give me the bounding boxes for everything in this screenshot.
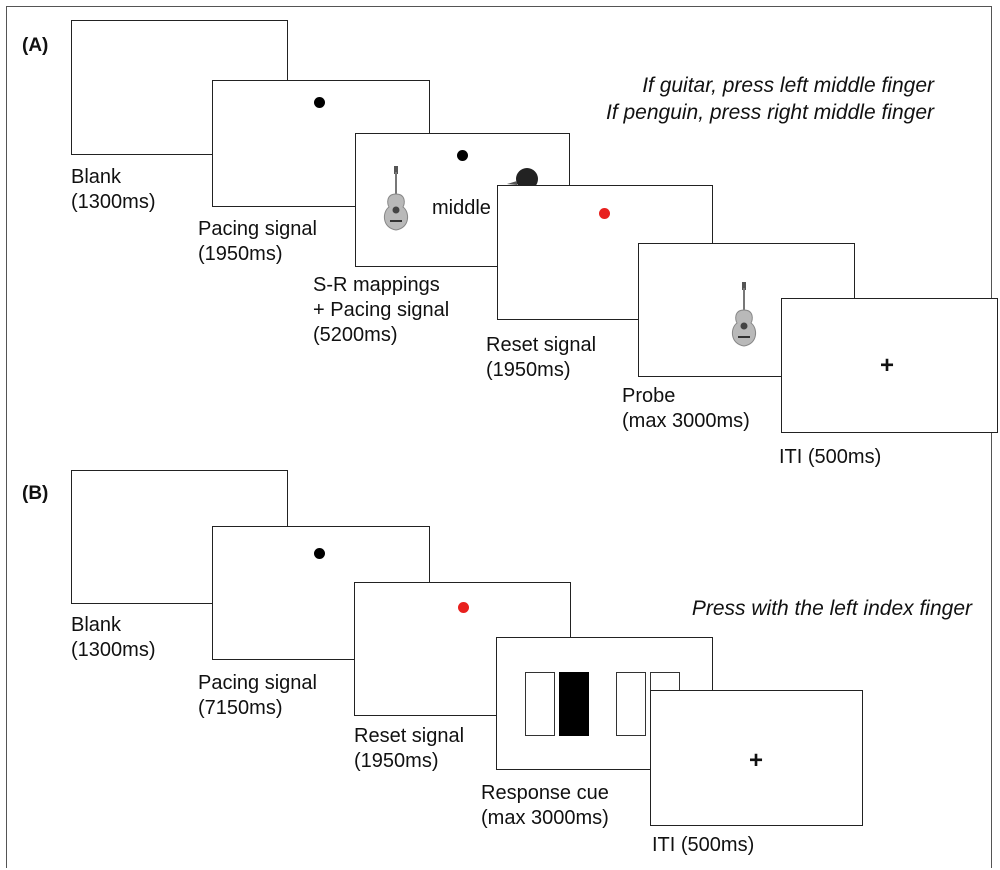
screen-b-iti: + xyxy=(650,690,863,826)
pacing-dot xyxy=(457,150,468,161)
screen-b-response-cue xyxy=(496,637,713,770)
caption-line: (7150ms) xyxy=(198,697,283,719)
caption-b-pacing: Pacing signal (7150ms) xyxy=(198,671,317,721)
caption-line: Reset signal xyxy=(354,725,465,747)
caption-a-sr-mappings: S-R mappings + Pacing signal (5200ms) xyxy=(313,273,449,348)
instruction-penguin: If penguin, press right middle finger xyxy=(605,101,934,124)
cue-box-2-filled xyxy=(559,672,589,736)
caption-line: (5200ms) xyxy=(313,324,398,346)
caption-line: (1950ms) xyxy=(486,359,571,381)
instruction-left-index: Press with the left index finger xyxy=(691,597,972,620)
panel-b-instruction: Press with the left index finger xyxy=(692,595,972,622)
caption-b-blank: Blank (1300ms) xyxy=(71,613,155,663)
caption-line: ITI (500ms) xyxy=(652,834,755,856)
caption-b-reset: Reset signal (1950ms) xyxy=(354,724,464,774)
reset-dot xyxy=(599,208,610,219)
caption-line: Blank xyxy=(71,166,122,188)
caption-a-reset: Reset signal (1950ms) xyxy=(486,333,596,383)
cue-box-3 xyxy=(616,672,646,736)
caption-a-pacing: Pacing signal (1950ms) xyxy=(198,217,317,267)
caption-line: Response cue xyxy=(481,782,609,804)
caption-line: (max 3000ms) xyxy=(481,807,609,829)
fixation-cross: + xyxy=(749,747,764,774)
screen-a-iti: + xyxy=(781,298,998,433)
fixation-cross: + xyxy=(880,352,895,379)
caption-line: Reset signal xyxy=(486,334,597,356)
panel-b-label: (B) xyxy=(22,483,49,504)
caption-line: (1950ms) xyxy=(198,243,283,265)
caption-a-probe: Probe (max 3000ms) xyxy=(622,384,750,434)
center-word: middle xyxy=(432,197,491,219)
caption-b-iti: ITI (500ms) xyxy=(652,833,754,858)
caption-a-iti: ITI (500ms) xyxy=(779,445,881,470)
caption-b-response-cue: Response cue (max 3000ms) xyxy=(481,781,609,831)
caption-line: Pacing signal xyxy=(198,218,317,240)
cue-box-1 xyxy=(525,672,555,736)
panel-a-instructions: If guitar, press left middle finger If p… xyxy=(606,72,934,126)
figure-frame xyxy=(6,6,992,868)
pacing-dot xyxy=(314,548,325,559)
caption-line: + Pacing signal xyxy=(313,299,450,321)
guitar-icon xyxy=(383,166,409,231)
caption-line: (1300ms) xyxy=(71,191,156,213)
caption-line: Pacing signal xyxy=(198,672,317,694)
caption-line: (1950ms) xyxy=(354,750,439,772)
caption-line: (max 3000ms) xyxy=(622,410,750,432)
caption-line: S-R mappings xyxy=(313,274,440,296)
pacing-dot xyxy=(314,97,325,108)
caption-a-blank: Blank (1300ms) xyxy=(71,165,155,215)
reset-dot xyxy=(458,602,469,613)
caption-line: ITI (500ms) xyxy=(779,446,882,468)
instruction-guitar: If guitar, press left middle finger xyxy=(642,74,934,97)
caption-line: Probe xyxy=(622,385,676,407)
guitar-icon xyxy=(731,282,757,347)
panel-a-label: (A) xyxy=(22,35,49,56)
caption-line: (1300ms) xyxy=(71,639,156,661)
caption-line: Blank xyxy=(71,614,122,636)
